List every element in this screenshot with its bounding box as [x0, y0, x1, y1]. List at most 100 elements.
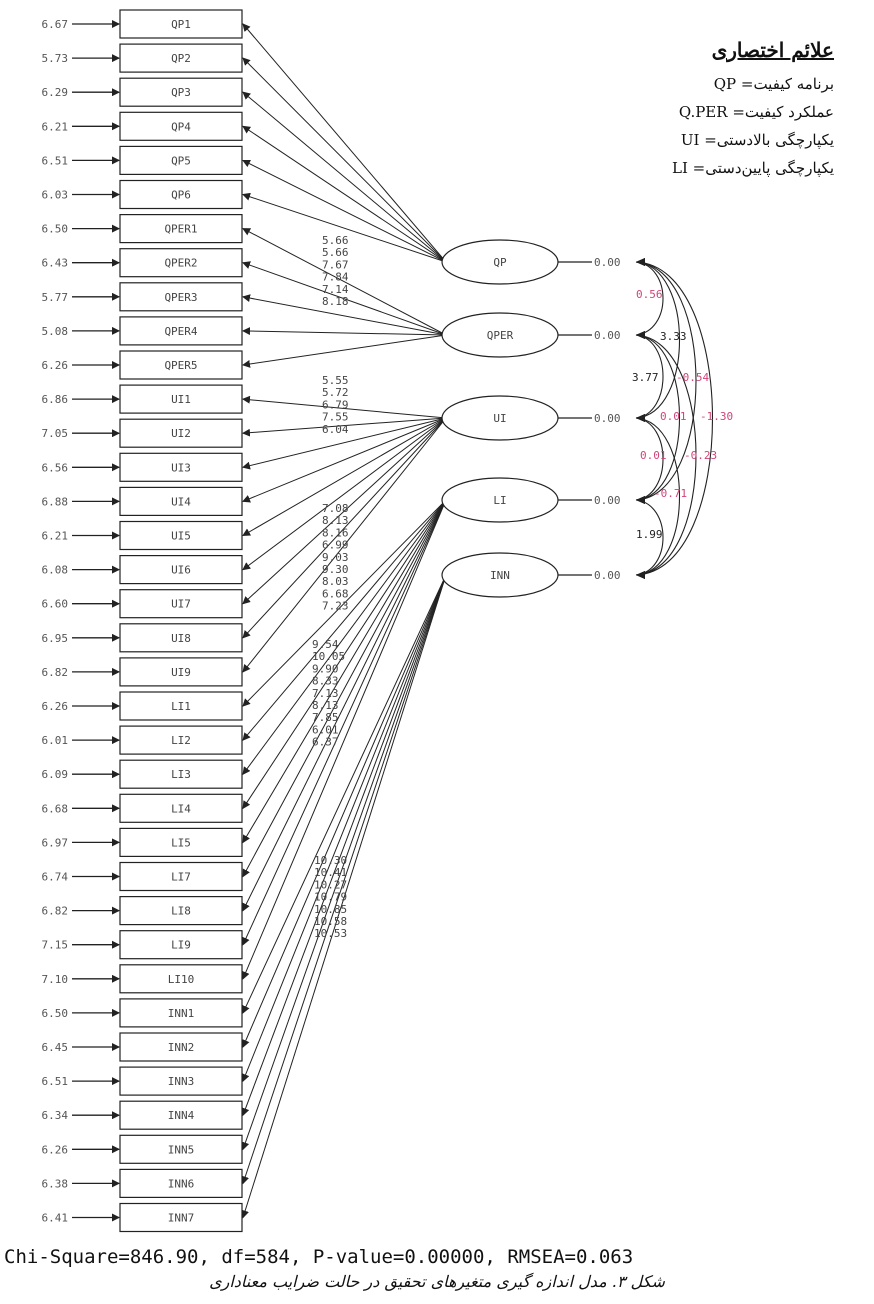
figure-caption: شکل ۳. مدل اندازه گیری متغیرهای تحقیق در…	[209, 1272, 665, 1291]
indicator-box-li1	[119, 691, 243, 721]
indicator-box-inn2	[119, 1032, 243, 1062]
indicator-label-qper4: QPER4	[164, 325, 197, 338]
indicator-box-ui2	[119, 418, 243, 448]
loading-label-li: 10.05	[312, 650, 345, 663]
loading-label-inn: 10.79	[314, 891, 347, 904]
indicator-box-ui1	[119, 384, 243, 414]
indicator-label-ui3: UI3	[171, 461, 191, 474]
abbreviation-legend: علائم اختصاری برنامه کیفیت= QP عملکرد کی…	[672, 38, 834, 182]
loading-label-qper: 6.79	[322, 398, 349, 411]
covariance-label: 3.77	[632, 371, 659, 384]
loading-label-li: 6.37	[312, 736, 339, 749]
loading-path	[242, 417, 447, 437]
indicator-label-ui9: UI9	[171, 666, 191, 679]
indicator-label-li5: LI5	[171, 836, 191, 849]
loading-label-inn: 10.85	[314, 903, 347, 916]
loading-label-ui: 7.23	[322, 600, 349, 613]
error-variance-label: 7.05	[42, 427, 69, 440]
covariance-arc	[635, 334, 664, 419]
latent-variance-label: 0.00	[594, 412, 621, 425]
covariance-label: 3.33	[660, 330, 687, 343]
covariance-label: 0.01	[640, 449, 667, 462]
latent-label-qp: QP	[493, 256, 507, 269]
covariance-label: 0.01	[660, 410, 687, 423]
loading-path	[242, 57, 447, 263]
covariance-arc	[635, 261, 713, 576]
loading-label-inn: 10.30	[314, 854, 347, 867]
model-fit-statistics: Chi-Square=846.90, df=584, P-value=0.000…	[4, 1246, 634, 1268]
indicator-box-li4	[119, 793, 243, 823]
indicator-box-qp4	[119, 111, 243, 141]
covariance-arc	[635, 499, 664, 576]
loading-path	[242, 499, 447, 912]
indicator-label-inn7: INN7	[168, 1212, 195, 1225]
loading-label-li: 7.85	[312, 711, 339, 724]
covariance-label: -1.30	[700, 410, 733, 423]
indicator-label-qp4: QP4	[171, 120, 191, 133]
indicator-box-qp3	[119, 77, 243, 107]
latent-ui	[441, 395, 559, 441]
error-variance-label: 6.95	[42, 632, 69, 645]
covariance-arrowhead	[636, 571, 645, 579]
loading-label-li: 9.90	[312, 662, 339, 675]
covariance-arrowhead	[636, 496, 645, 504]
indicator-label-qper5: QPER5	[164, 359, 197, 372]
loading-path	[242, 417, 447, 571]
error-variance-label: 6.34	[42, 1109, 69, 1122]
error-variance-label: 6.41	[42, 1212, 69, 1225]
loading-label-inn: 10.41	[314, 866, 347, 879]
indicator-box-ui8	[119, 623, 243, 653]
indicator-box-ui6	[119, 554, 243, 585]
loading-path	[242, 23, 447, 263]
loading-path	[242, 417, 447, 537]
indicator-label-inn4: INN4	[168, 1109, 195, 1122]
loading-label-qper: 5.72	[322, 386, 349, 399]
indicator-label-inn6: INN6	[168, 1177, 195, 1190]
loading-path	[242, 91, 447, 263]
error-variance-label: 6.67	[42, 18, 69, 31]
covariance-arc	[635, 417, 680, 576]
loading-path	[242, 159, 447, 263]
indicator-box-li7	[119, 861, 243, 892]
indicator-label-qper3: QPER3	[164, 291, 197, 304]
indicator-label-qp2: QP2	[171, 52, 191, 65]
indicator-box-qp1	[119, 9, 243, 39]
indicator-label-ui8: UI8	[171, 632, 191, 645]
covariance-arc	[635, 261, 697, 501]
error-variance-label: 7.10	[42, 973, 69, 986]
indicator-box-inn3	[119, 1066, 243, 1096]
loading-label-qp: 5.66	[322, 246, 349, 259]
error-variance-label: 6.50	[42, 1007, 69, 1020]
indicator-box-li8	[119, 895, 243, 926]
loading-label-li: 8.33	[312, 675, 339, 688]
error-variance-label: 6.86	[42, 393, 69, 406]
error-variance-label: 6.51	[42, 154, 69, 167]
indicator-box-inn1	[119, 998, 243, 1028]
loading-label-inn: 10.58	[314, 915, 347, 928]
loading-label-qp: 7.14	[322, 283, 349, 296]
error-variance-label: 6.60	[42, 598, 69, 611]
loading-path	[242, 294, 447, 336]
error-variance-label: 6.38	[42, 1177, 69, 1190]
loading-label-qp: 7.84	[322, 271, 349, 284]
indicator-label-qp1: QP1	[171, 18, 191, 31]
indicator-box-inn7	[119, 1202, 243, 1233]
latent-label-ui: UI	[493, 412, 506, 425]
loading-label-qper: 5.55	[322, 374, 349, 387]
indicator-box-li10	[119, 964, 243, 994]
indicator-label-inn1: INN1	[168, 1007, 195, 1020]
error-variance-label: 6.82	[42, 905, 69, 918]
indicator-box-ui4	[119, 486, 243, 516]
legend-item-ui: یکپارچگی بالادستی= UI	[680, 131, 834, 149]
loading-label-qp: 8.18	[322, 295, 349, 308]
indicator-label-qper2: QPER2	[164, 257, 197, 270]
indicator-label-qp3: QP3	[171, 86, 191, 99]
indicator-label-li4: LI4	[171, 802, 191, 815]
indicator-label-ui6: UI6	[171, 564, 191, 577]
error-variance-label: 6.08	[42, 564, 69, 577]
loading-path	[242, 574, 447, 1048]
covariance-arrowhead	[636, 258, 645, 266]
latent-qper	[441, 312, 559, 358]
